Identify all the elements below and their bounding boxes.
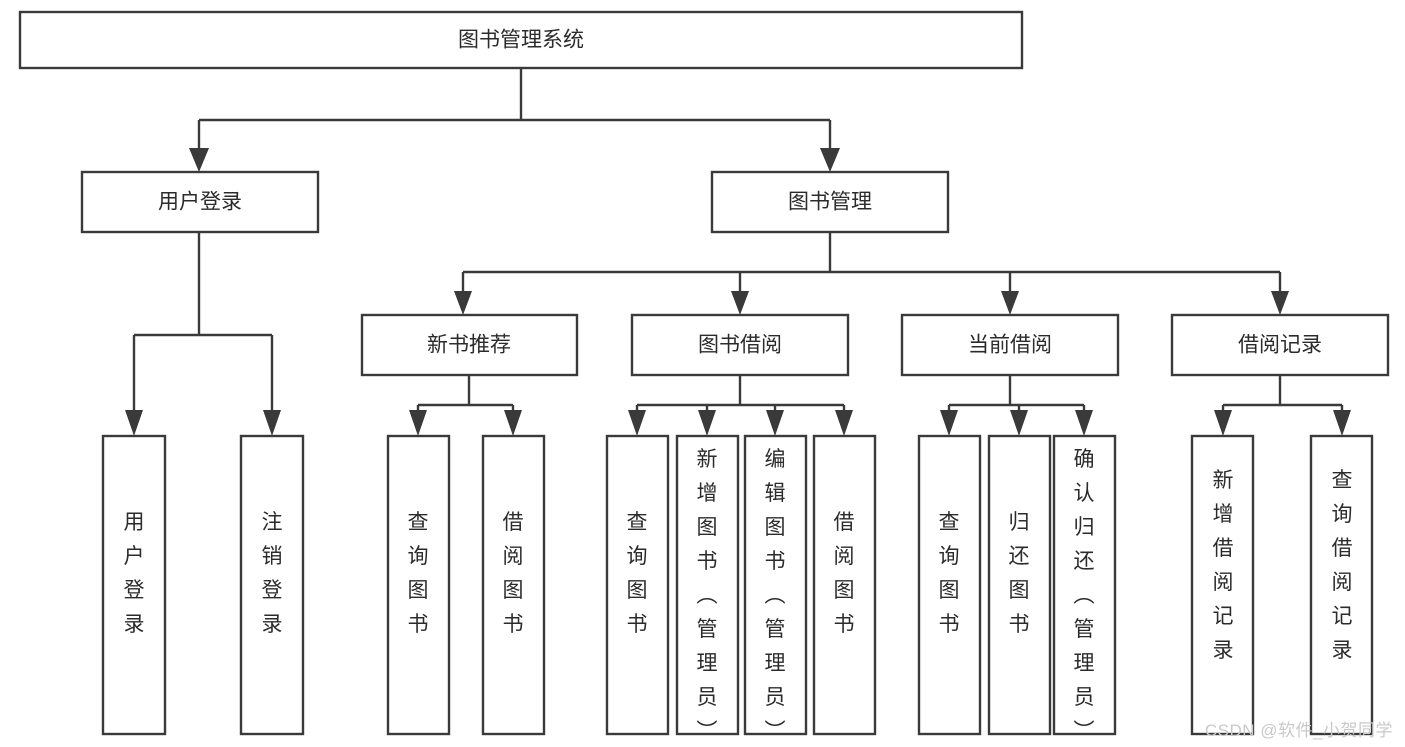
node-root-box[interactable] [18,10,1024,70]
node-current-borrow-label: 当前借阅 [968,334,1052,357]
arrowhead-borrow-record [1271,291,1289,315]
node-new-book-recommend-label: 新书推荐 [427,334,511,357]
node-leaf-borrow-book-2-label: 借阅图书 [834,511,855,636]
node-leaf-query-record[interactable]: 查询借阅记录 [1309,434,1374,736]
arrowhead-leaf-borrow-book-2 [835,410,853,436]
arrowhead-leaf-borrow-book-1 [504,410,522,436]
node-leaf-add-book[interactable]: 新增图书︵管理员︶ [675,434,740,743]
node-root-label: 图书管理系统 [458,29,584,52]
node-leaf-borrow-book-1[interactable]: 借阅图书 [481,434,546,736]
node-leaf-borrow-book-1-box[interactable] [481,434,546,736]
node-leaf-logout-login[interactable]: 注销登录 [239,434,305,736]
node-book-borrow-box[interactable] [630,313,850,377]
node-leaf-query-book-2-label: 查询图书 [627,511,648,636]
node-leaf-confirm-return-label: 确认归还︵管理员︶ [1074,448,1095,743]
leaf-layer: 用户登录 注销登录 查询图书 借阅图书 查询图书 新增图书︵管理员︶ [101,434,1374,743]
node-leaf-query-book-3-box[interactable] [917,434,982,736]
node-leaf-borrow-book-1-label: 借阅图书 [503,511,524,636]
node-current-borrow-box[interactable] [900,313,1120,377]
arrowhead-new-book-recommend [454,291,472,315]
node-book-borrow[interactable]: 图书借阅 [630,313,850,377]
node-borrow-record-label: 借阅记录 [1238,334,1322,357]
node-leaf-query-book-3-label: 查询图书 [939,511,960,636]
node-leaf-user-login[interactable]: 用户登录 [101,434,167,736]
connector-layer [125,68,1351,436]
node-book-borrow-label: 图书借阅 [698,334,782,357]
arrowhead-leaf-add-book [698,410,716,436]
arrowhead-current-borrow [1001,291,1019,315]
node-current-borrow[interactable]: 当前借阅 [900,313,1120,377]
node-book-management-box[interactable] [710,170,950,234]
node-leaf-logout-login-label: 注销登录 [262,511,283,636]
arrowhead-leaf-return-book [1010,410,1028,436]
node-leaf-confirm-return[interactable]: 确认归还︵管理员︶ [1052,434,1117,743]
arrowhead-leaf-confirm-return [1075,410,1093,436]
node-borrow-record-box[interactable] [1170,313,1390,377]
arrowhead-leaf-query-book-2 [628,410,646,436]
arrowhead-leaf-query-book-3 [940,410,958,436]
node-new-book-recommend-box[interactable] [360,313,579,377]
node-book-management[interactable]: 图书管理 [710,170,950,234]
node-leaf-query-book-2-box[interactable] [605,434,670,736]
node-leaf-add-record-label: 新增借阅记录 [1213,469,1234,662]
arrowhead-book-management [820,148,840,172]
arrowhead-leaf-edit-book [766,410,784,436]
arrowhead-leaf-user-login [125,410,143,436]
node-leaf-query-book-1-box[interactable] [386,434,451,736]
node-leaf-return-book-box[interactable] [987,434,1052,736]
node-leaf-edit-book[interactable]: 编辑图书︵管理员︶ [743,434,808,743]
node-new-book-recommend[interactable]: 新书推荐 [360,313,579,377]
node-leaf-query-book-3[interactable]: 查询图书 [917,434,982,736]
node-leaf-return-book-label: 归还图书 [1009,511,1030,636]
node-leaf-add-record-box[interactable] [1190,434,1255,736]
node-book-management-label: 图书管理 [788,191,872,214]
node-leaf-return-book[interactable]: 归还图书 [987,434,1052,736]
node-leaf-edit-book-label: 编辑图书︵管理员︶ [765,448,786,743]
node-leaf-query-book-1[interactable]: 查询图书 [386,434,451,736]
arrowhead-leaf-query-book-1 [409,410,427,436]
node-leaf-borrow-book-2[interactable]: 借阅图书 [812,434,877,736]
node-leaf-add-record[interactable]: 新增借阅记录 [1190,434,1255,736]
node-leaf-query-book-2[interactable]: 查询图书 [605,434,670,736]
arrowhead-user-login [189,148,209,172]
arrowhead-leaf-add-record [1214,410,1232,436]
node-leaf-logout-login-box[interactable] [239,434,305,736]
node-leaf-query-book-1-label: 查询图书 [408,511,429,636]
node-leaf-query-record-label: 查询借阅记录 [1332,469,1353,662]
node-leaf-edit-book-box[interactable] [743,434,808,736]
node-borrow-record[interactable]: 借阅记录 [1170,313,1390,377]
node-user-login[interactable]: 用户登录 [80,170,320,234]
node-user-login-label: 用户登录 [158,191,242,214]
node-leaf-add-book-label: 新增图书︵管理员︶ [697,448,718,743]
node-leaf-confirm-return-box[interactable] [1052,434,1117,736]
arrowhead-leaf-logout-login [263,410,281,436]
node-leaf-user-login-box[interactable] [101,434,167,736]
node-leaf-borrow-book-2-box[interactable] [812,434,877,736]
node-leaf-add-book-box[interactable] [675,434,740,736]
csdn-watermark: CSDN @软件_小贺同学 [1204,721,1393,740]
node-leaf-query-record-box[interactable] [1309,434,1374,736]
node-user-login-box[interactable] [80,170,320,234]
arrowhead-leaf-query-record [1333,410,1351,436]
node-root[interactable]: 图书管理系统 [18,10,1024,70]
node-leaf-user-login-label: 用户登录 [124,511,145,636]
arrowhead-book-borrow [731,291,749,315]
